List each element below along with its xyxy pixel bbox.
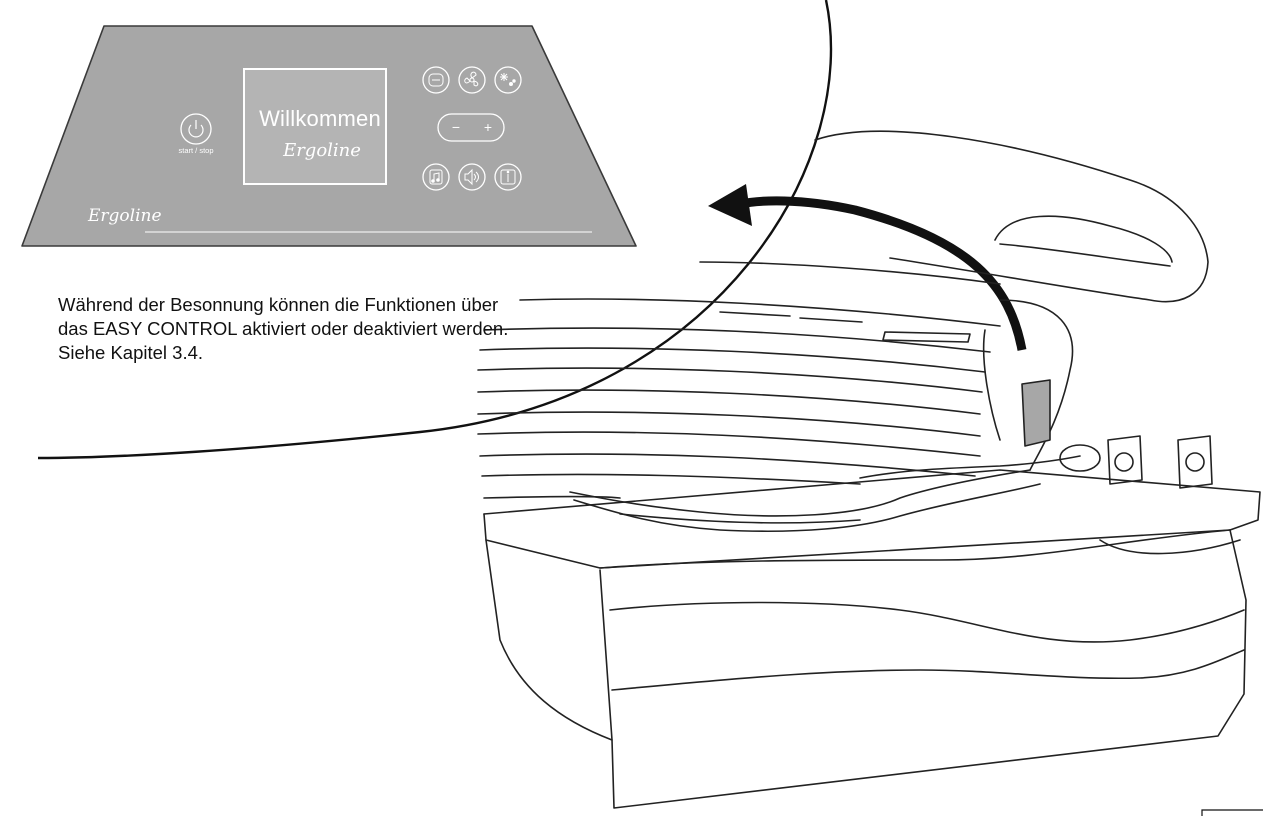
fan-button[interactable] — [458, 66, 486, 94]
description-text: Während der Besonnung können die Funktio… — [58, 293, 578, 365]
magnifier-outline — [37, 0, 833, 460]
aqua-fresh-button[interactable] — [494, 66, 522, 94]
aqua-fresh-icon — [500, 73, 516, 86]
music-icon — [429, 169, 443, 185]
minus-button[interactable]: − — [452, 119, 460, 135]
arrow-shaft — [739, 196, 1027, 351]
description-line: Siehe Kapitel 3.4. — [58, 342, 204, 363]
description-line: Während der Besonnung können die Funktio… — [58, 294, 499, 315]
screen-brand-logo: Ergoline — [283, 140, 361, 161]
info-icon — [500, 169, 516, 185]
panel-brand-logo: Ergoline — [88, 206, 162, 226]
solarium-illustration — [477, 130, 1261, 809]
description-line: das EASY CONTROL aktiviert oder deaktivi… — [58, 318, 509, 339]
info-button[interactable] — [494, 163, 522, 191]
display-screen — [243, 68, 387, 185]
power-button[interactable] — [180, 113, 212, 145]
minus-plus-control[interactable]: − + — [437, 113, 505, 142]
volume-icon — [464, 168, 479, 186]
fan-icon — [464, 71, 479, 87]
power-button-label: start / stop — [178, 146, 214, 155]
volume-button[interactable] — [458, 163, 486, 191]
body-cooling-button[interactable] — [422, 66, 450, 94]
music-button[interactable] — [422, 163, 450, 191]
plus-button[interactable]: + — [484, 119, 492, 135]
screen-welcome-text: Willkommen — [259, 106, 381, 131]
body-cooling-icon — [428, 73, 444, 87]
corner-mark — [1201, 809, 1263, 816]
arrow-head — [708, 184, 752, 226]
